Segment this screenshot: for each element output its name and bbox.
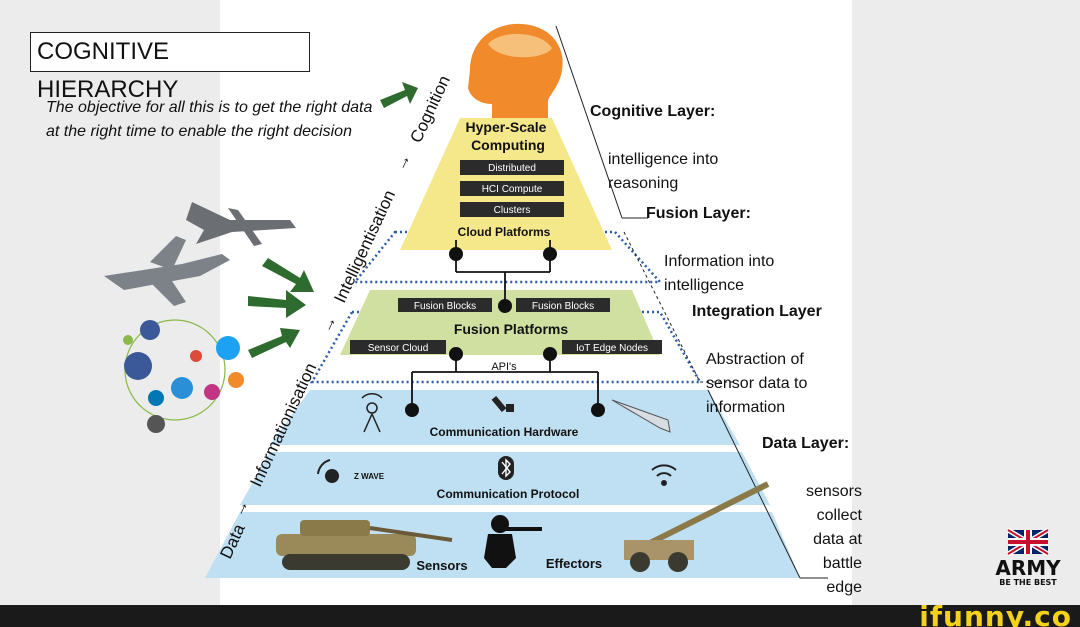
compute-title-2: Computing <box>471 137 545 153</box>
axis-arrow-1: → <box>228 496 252 519</box>
fusion-platforms-label: Fusion Platforms <box>454 321 569 337</box>
integration-layer-text: Integration Layer Abstraction of sensor … <box>692 276 822 444</box>
data-layer-desc: sensors collect data at battle edge <box>805 483 862 596</box>
page-title: COGNITIVE HIERARCHY <box>30 32 310 103</box>
green-arrows <box>248 82 418 358</box>
watermark-bar <box>0 605 1080 627</box>
cognitive-layer-title: Cognitive Layer: <box>590 103 716 120</box>
connectors <box>411 240 599 408</box>
radio-tower-icon <box>361 393 383 433</box>
cognitive-layer-text: Cognitive Layer: intelligence into reaso… <box>590 76 718 220</box>
soldier-icon <box>484 515 542 568</box>
comm-protocol-label: Communication Protocol <box>437 487 580 501</box>
integration-layer-desc: Abstraction of sensor data to informatio… <box>706 351 808 416</box>
blade-label-2: HCI Compute <box>482 184 543 195</box>
pyramid-diagram: Hyper-Scale Computing Distributed HCI Co… <box>104 23 1050 579</box>
zwave-icon <box>317 459 339 483</box>
artillery-icon <box>624 481 770 572</box>
fusion-layer-text: Fusion Layer: Information into intellige… <box>646 178 774 322</box>
sensor-cloud-bar <box>350 340 446 354</box>
fusion-layer-title: Fusion Layer: <box>646 205 751 222</box>
layer-brackets <box>555 25 828 579</box>
social-network-icon <box>123 319 244 433</box>
compute-title-1: Hyper-Scale <box>466 119 547 135</box>
compute-blades <box>460 160 564 217</box>
fusion-layer-desc: Information into intelligence <box>664 253 775 294</box>
cognitive-layer-desc: intelligence into reasoning <box>608 151 719 192</box>
connector-dots <box>405 247 605 417</box>
iot-edge-label: IoT Edge Nodes <box>576 343 648 354</box>
data-layer-title: Data Layer: <box>762 435 850 452</box>
sensors-label: Sensors <box>416 558 467 573</box>
army-wordmark: ARMY <box>995 556 1061 580</box>
watermark-text: ifunny.co <box>919 600 1072 627</box>
zwave-label: Z WAVE <box>354 472 385 481</box>
comm-hardware-label: Communication Hardware <box>430 425 579 439</box>
fusion-blocks-label-2: Fusion Blocks <box>532 301 594 312</box>
axis-cognition: Cognition <box>406 73 454 146</box>
tank-icon <box>276 520 453 570</box>
drone-icon <box>186 202 296 246</box>
effectors-label: Effectors <box>546 556 602 571</box>
axis-arrow-2: → <box>316 312 340 335</box>
uav-glider-icon <box>611 399 671 433</box>
iot-edge-bar <box>562 340 662 354</box>
army-logo: ARMY BE THE BEST <box>992 528 1064 587</box>
objective-text: The objective for all this is to get the… <box>46 99 373 140</box>
bluetooth-icon <box>498 456 514 480</box>
apis-label: API's <box>491 361 517 373</box>
fusion-block-bar-2 <box>516 298 610 312</box>
slide: COGNITIVE HIERARCHY The objective for al… <box>30 0 1064 605</box>
blade-label-1: Distributed <box>488 163 536 174</box>
blade-label-3: Clusters <box>494 205 531 216</box>
aircraft-icon <box>104 236 230 306</box>
fusion-blocks-label-1: Fusion Blocks <box>414 301 476 312</box>
data-layer-text: Data Layer: sensors collect data at batt… <box>762 408 862 624</box>
axis-intelligentisation: Intelligentisation <box>330 187 399 306</box>
axis-arrow-3: → <box>390 150 414 173</box>
fusion-block-bar-1 <box>398 298 492 312</box>
cloud-platforms-label: Cloud Platforms <box>458 225 551 239</box>
satellite-icon <box>491 395 514 413</box>
brain-head-icon <box>468 23 563 118</box>
union-flag-icon <box>1006 527 1050 557</box>
wifi-icon <box>651 464 677 486</box>
army-tagline: BE THE BEST <box>999 578 1057 587</box>
integration-layer-title: Integration Layer <box>692 303 822 320</box>
sensor-cloud-label: Sensor Cloud <box>368 343 429 354</box>
